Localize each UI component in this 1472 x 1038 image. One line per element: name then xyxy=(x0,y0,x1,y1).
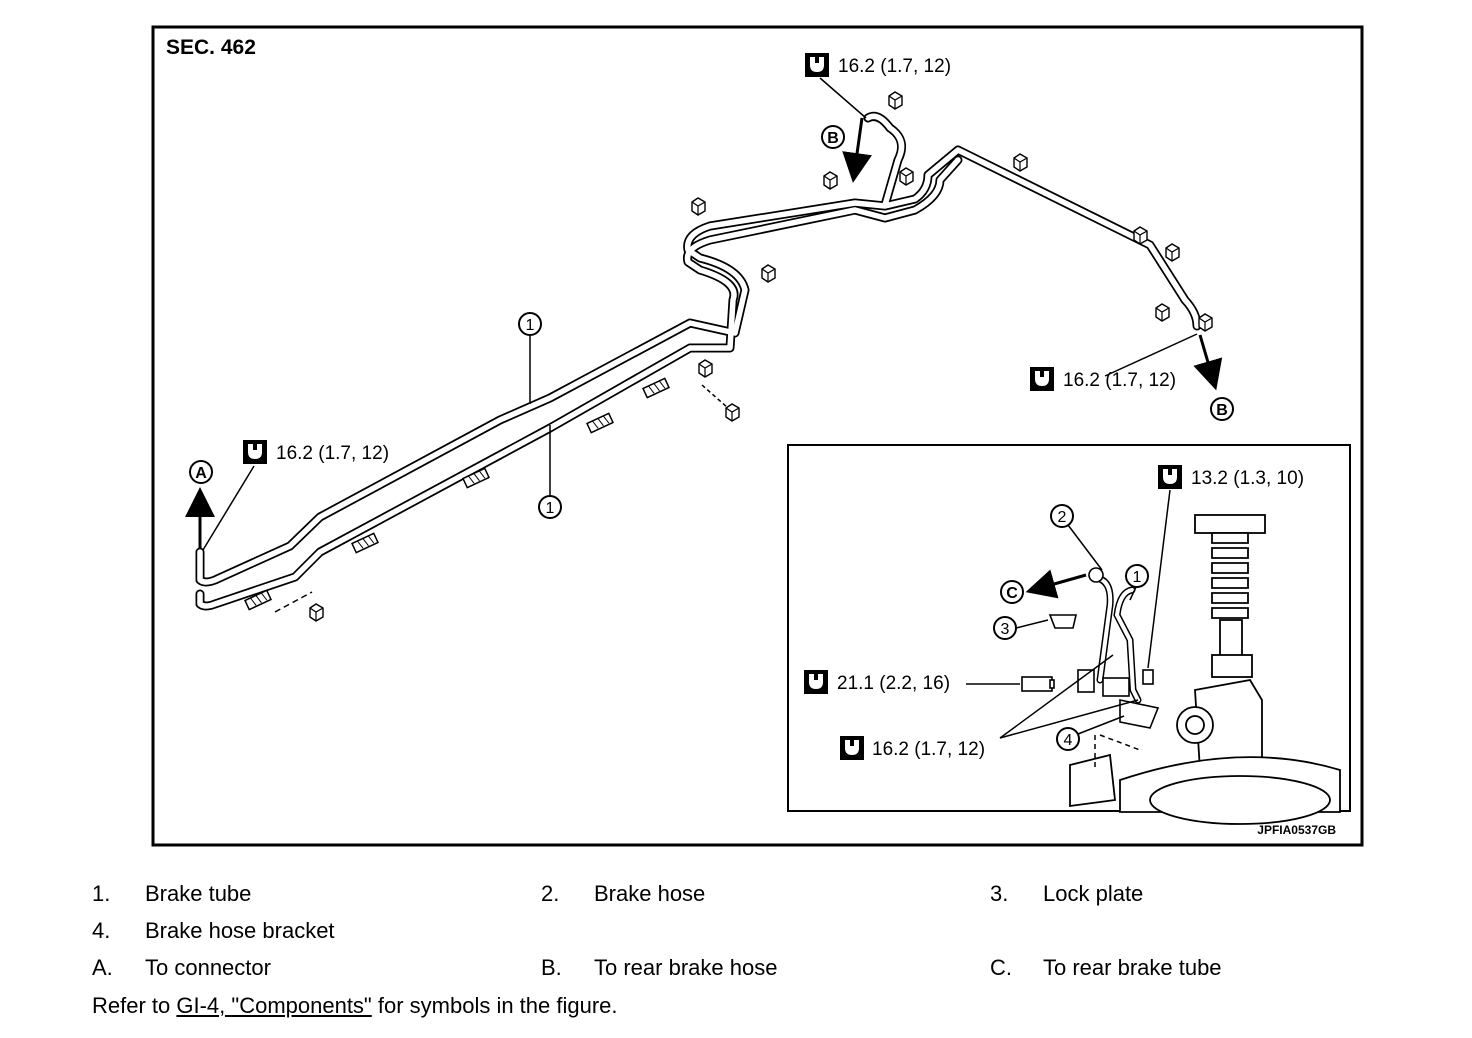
callout-a: A xyxy=(189,460,213,484)
callout-3: 3 xyxy=(993,616,1049,640)
legend-index: A. xyxy=(92,955,113,980)
svg-text:16.2 (1.7, 12): 16.2 (1.7, 12) xyxy=(1063,370,1176,391)
callout-4: 4 xyxy=(1056,715,1125,751)
svg-text:B: B xyxy=(1216,402,1228,419)
torque-inset-bolt: 21.1 (2.2, 16) xyxy=(804,670,1020,694)
torque-right: 16.2 (1.7, 12) xyxy=(1030,333,1198,391)
legend-text: To rear brake hose xyxy=(594,955,778,980)
torque-left: 16.2 (1.7, 12) xyxy=(202,440,389,551)
reference-note: Refer to GI-4, "Components" for symbols … xyxy=(92,993,618,1019)
legend-text: Brake hose bracket xyxy=(145,918,335,943)
reference-suffix: for symbols in the figure. xyxy=(371,993,618,1018)
svg-text:1: 1 xyxy=(1133,569,1142,586)
legend-text: Lock plate xyxy=(1043,881,1144,906)
svg-text:2: 2 xyxy=(1058,509,1067,526)
torque-top: 16.2 (1.7, 12) xyxy=(805,53,951,119)
legend-index: 2. xyxy=(541,881,560,906)
inset-parts xyxy=(1021,567,1160,729)
callout-c: C xyxy=(1000,580,1024,604)
legend-text: Brake tube xyxy=(145,881,252,906)
svg-text:C: C xyxy=(1006,585,1018,602)
legend-text: Brake hose xyxy=(594,881,706,906)
callout-1-inset: 1 xyxy=(1125,564,1149,601)
legend-text: To connector xyxy=(145,955,271,980)
reference-prefix: Refer to xyxy=(92,993,177,1018)
torque-inset-top: 13.2 (1.3, 10) xyxy=(1147,465,1304,669)
svg-text:16.2 (1.7, 12): 16.2 (1.7, 12) xyxy=(276,443,389,464)
svg-text:16.2 (1.7, 12): 16.2 (1.7, 12) xyxy=(872,739,985,760)
svg-text:13.2 (1.3, 10): 13.2 (1.3, 10) xyxy=(1191,468,1304,489)
callout-2: 2 xyxy=(1050,504,1103,571)
legend-index: 4. xyxy=(92,918,111,943)
svg-text:21.1 (2.2, 16): 21.1 (2.2, 16) xyxy=(837,673,950,694)
callout-1-lower: 1 xyxy=(538,425,562,519)
legend-index: B. xyxy=(541,955,562,980)
svg-text:3: 3 xyxy=(1001,621,1010,638)
reference-link[interactable]: GI-4, "Components" xyxy=(176,993,372,1018)
section-label: SEC. 462 xyxy=(166,36,256,59)
brake-tube-diagram: SEC. 462 16.2 (1.7, 12) xyxy=(151,25,1364,847)
figure-code: JPFIA0537GB xyxy=(1257,823,1336,837)
callout-b-right: B xyxy=(1210,397,1234,421)
callout-b-top: B xyxy=(821,125,845,149)
legend-index: 1. xyxy=(92,881,111,906)
main-frame xyxy=(151,25,1364,847)
legend-text: To rear brake tube xyxy=(1043,955,1222,980)
callout-1-upper: 1 xyxy=(518,312,542,404)
svg-text:B: B xyxy=(827,130,839,147)
arrow-c xyxy=(1025,569,1087,599)
legend-index: 3. xyxy=(990,881,1009,906)
arrow-b-right xyxy=(1193,334,1223,391)
svg-text:1: 1 xyxy=(526,317,535,334)
svg-text:16.2 (1.7, 12): 16.2 (1.7, 12) xyxy=(838,56,951,77)
svg-text:1: 1 xyxy=(546,500,555,517)
svg-text:A: A xyxy=(195,465,207,482)
torque-inset-bottom: 16.2 (1.7, 12) xyxy=(840,654,1139,760)
arrow-b-top xyxy=(842,117,872,183)
strut-assembly xyxy=(1069,514,1341,825)
svg-text:4: 4 xyxy=(1064,732,1073,749)
legend-index: C. xyxy=(990,955,1012,980)
